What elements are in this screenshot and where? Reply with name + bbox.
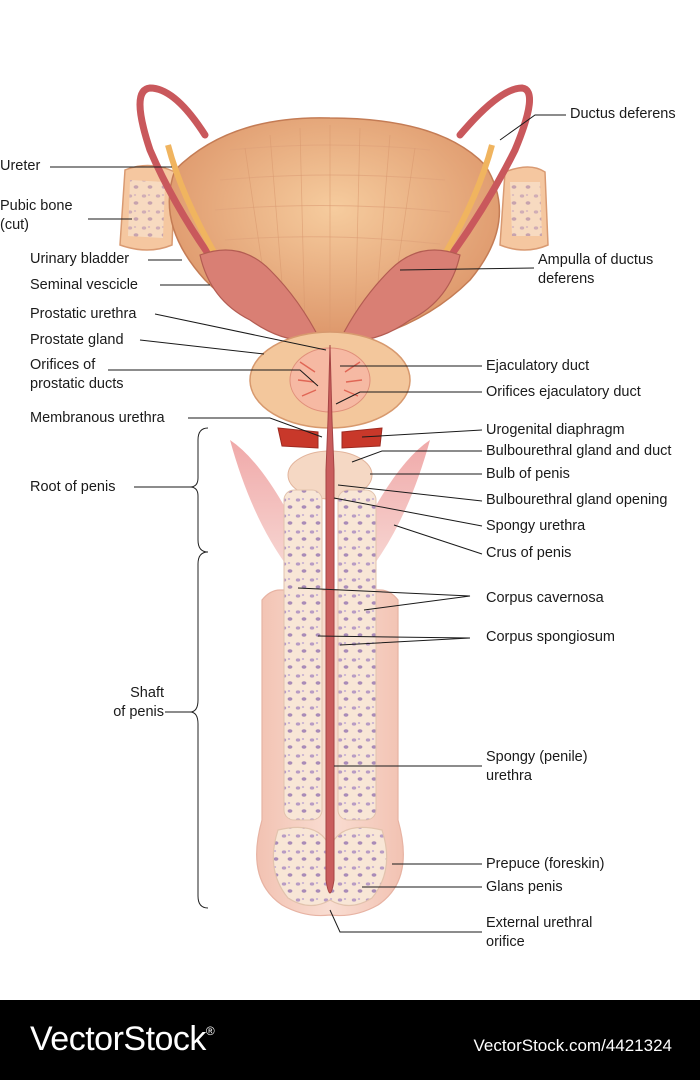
registered-mark: ® bbox=[205, 1024, 215, 1038]
label-spongy-penile-urethra: Spongy (penile) urethra bbox=[486, 749, 588, 784]
label-crus-of-penis: Crus of penis bbox=[486, 545, 572, 561]
label-prostatic-urethra: Prostatic urethra bbox=[30, 306, 137, 322]
leader-lines bbox=[50, 114, 566, 933]
label-root-of-penis: Root of penis bbox=[30, 479, 116, 495]
vectorstock-logo: VectorStock® bbox=[30, 1020, 215, 1059]
watermark-footer: VectorStock® VectorStock.com/4421324 bbox=[0, 1000, 700, 1080]
label-ampulla: Ampulla of ductus deferens bbox=[538, 252, 654, 287]
label-shaft-of-penis: Shaft of penis bbox=[113, 685, 164, 720]
urethra bbox=[325, 344, 335, 894]
label-urogenital-diaphragm: Urogenital diaphragm bbox=[486, 422, 625, 438]
label-seminal-vesicle: Seminal vescicle bbox=[30, 277, 138, 293]
label-orifices-ejaculatory-duct: Orifices ejaculatory duct bbox=[486, 384, 641, 400]
label-ductus-deferens: Ductus deferens bbox=[570, 106, 676, 122]
label-corpus-spongiosum: Corpus spongiosum bbox=[486, 629, 615, 645]
label-membranous-urethra: Membranous urethra bbox=[30, 410, 165, 426]
image-credit: VectorStock.com/4421324 bbox=[473, 1036, 672, 1055]
corpus-cavernosum-right bbox=[337, 489, 377, 821]
label-corpus-cavernosa: Corpus cavernosa bbox=[486, 590, 604, 606]
label-prepuce: Prepuce (foreskin) bbox=[486, 856, 605, 872]
label-external-urethral-orifice: External urethral orifice bbox=[486, 915, 593, 950]
shaft-bracket bbox=[189, 551, 209, 909]
label-glans-penis: Glans penis bbox=[486, 879, 563, 895]
brand-name: VectorStock bbox=[30, 1020, 206, 1058]
pubic-bone-left bbox=[119, 164, 176, 251]
crus-of-penis-right bbox=[368, 440, 430, 570]
ductus-deferens-left bbox=[136, 84, 239, 294]
label-ejaculatory-duct: Ejaculatory duct bbox=[486, 358, 590, 374]
label-urinary-bladder: Urinary bladder bbox=[30, 251, 130, 267]
ductus-deferens-right bbox=[421, 84, 534, 294]
label-ureter: Ureter bbox=[0, 158, 41, 174]
urinary-bladder bbox=[168, 117, 501, 346]
label-spongy-urethra: Spongy urethra bbox=[486, 518, 586, 534]
label-bulb-of-penis: Bulb of penis bbox=[486, 466, 570, 482]
label-bulbourethral-gland-duct: Bulbourethral gland and duct bbox=[486, 443, 672, 459]
label-pubic-bone: Pubic bone (cut) bbox=[0, 198, 73, 233]
pubic-bone-right bbox=[499, 166, 549, 251]
corpus-cavernosum-left bbox=[283, 489, 323, 821]
label-prostate-gland: Prostate gland bbox=[30, 332, 124, 348]
label-bulbourethral-opening: Bulbourethral gland opening bbox=[486, 492, 668, 508]
root-bracket bbox=[189, 427, 209, 553]
crus-of-penis-left bbox=[230, 440, 292, 570]
label-orifices-prostatic-ducts: Orifices of prostatic ducts bbox=[30, 357, 124, 392]
anatomy-illustration bbox=[50, 84, 566, 933]
